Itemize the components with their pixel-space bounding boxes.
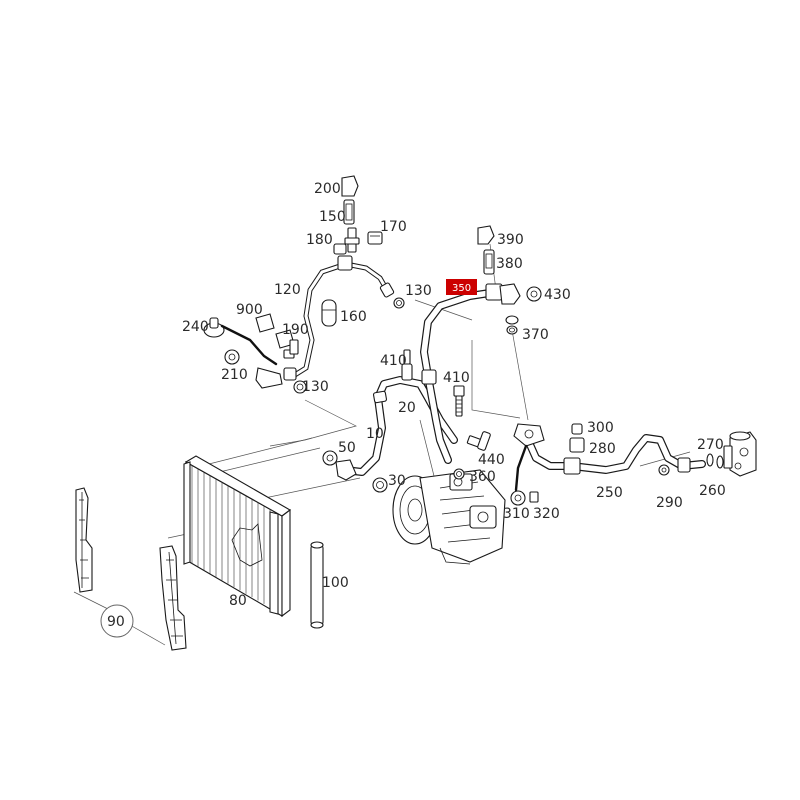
callout-130a: 130 [405,283,432,299]
clip-180 [333,243,347,255]
service-valve [477,225,495,275]
compressor [392,469,506,565]
callout-250: 250 [596,485,623,501]
bolt-440 [466,431,491,451]
callout-120: 120 [274,282,301,298]
callout-80: 80 [229,593,247,609]
o-rings [224,286,724,493]
bolt-410 [453,385,465,417]
callout-270: 270 [697,437,724,453]
callout-240: 240 [182,319,209,335]
callout-370: 370 [522,327,549,343]
callout-160: 160 [340,309,367,325]
callout-310: 310 [503,506,530,522]
ring-370 [505,315,519,325]
callout-390: 390 [497,232,524,248]
callout-20: 20 [398,400,416,416]
callout-150: 150 [319,209,346,225]
callout-300: 300 [587,420,614,436]
callout-380: 380 [496,256,523,272]
clip-170 [367,231,383,245]
callout-430: 430 [544,287,571,303]
callout-200: 200 [314,181,341,197]
callout-360: 360 [469,469,496,485]
callout-260: 260 [699,483,726,499]
callout-290: 290 [656,495,683,511]
bracket-center [159,545,187,651]
fitting-900 [255,313,299,359]
expansion-valve [723,431,757,477]
fitting-210 [255,367,297,389]
callout-320: 320 [533,506,560,522]
callout-labels: 10 20 30 50 80 90 100 120 130 130 150 16… [100,181,726,638]
callout-210: 210 [221,367,248,383]
bracket-left [75,487,93,593]
callout-10: 10 [366,426,384,442]
callout-410b: 410 [443,370,470,386]
callout-440: 440 [478,452,505,468]
clip-280 [569,423,585,453]
callout-180: 180 [306,232,333,248]
callout-90-circle [100,604,134,638]
callout-170: 170 [380,219,407,235]
callout-100: 100 [322,575,349,591]
filter-160 [321,299,337,327]
callout-350[interactable]: 350 [452,283,471,294]
callout-900: 900 [236,302,263,318]
sensor-310 [510,444,539,506]
cap-240 [203,317,278,366]
line-350 [420,283,521,464]
receiver-drier-tube [310,541,324,629]
highlight-350-box[interactable] [446,279,477,295]
callout-280: 280 [589,441,616,457]
callout-190: 190 [282,322,309,338]
line-250 [513,423,706,475]
condenser [183,455,291,618]
pressure-sensor [341,175,360,253]
line-120 [287,255,395,381]
callout-30: 30 [388,473,406,489]
callout-130b: 130 [302,379,329,395]
callout-410a: 410 [380,353,407,369]
callout-50: 50 [338,440,356,456]
callout-90: 90 [107,614,125,630]
